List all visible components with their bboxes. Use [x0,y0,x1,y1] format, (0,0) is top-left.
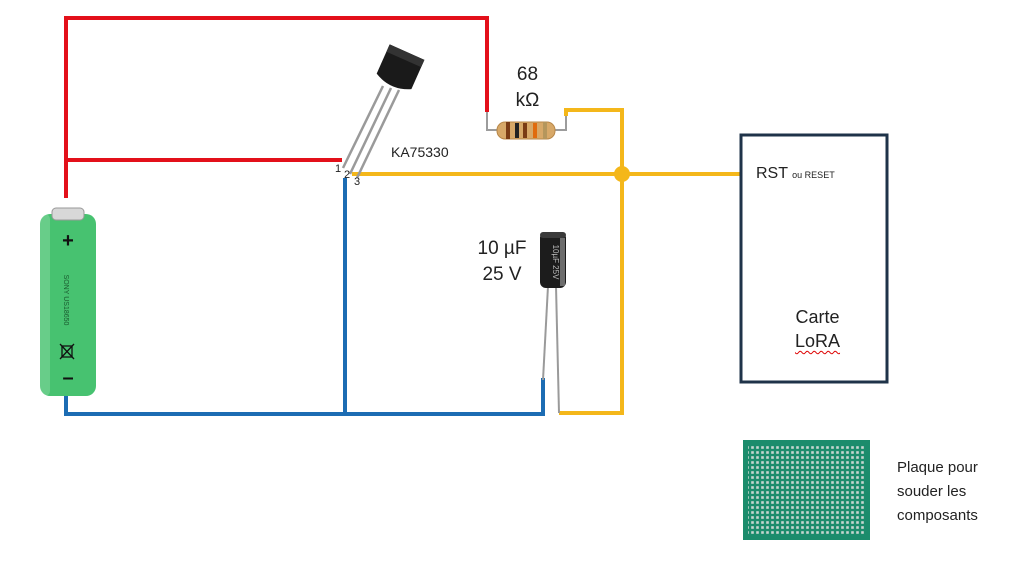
protoboard-caption-line3: composants [897,507,978,524]
regulator-ka75330 [341,44,425,179]
resistor-value-label: 68 kΩ [505,62,550,114]
protoboard-caption: Plaque pour souder les composants [897,456,978,528]
capacitor-capacitance: 10 µF [477,238,527,259]
resistor-unit: kΩ [515,90,540,111]
capacitor-voltage: 25 V [482,264,522,285]
signal-wire-capacitor [559,174,624,415]
recycle-bin-icon [59,343,75,360]
protoboard-caption-line1: Plaque pour [897,459,978,476]
capacitor-value-label: 10 µF 25 V [470,236,534,288]
protoboard-caption-line2: souder les [897,483,967,500]
lora-board [739,133,889,384]
positive-wire-top [64,16,489,198]
board-name-line1: Carte [795,307,840,327]
pin-3-label: 3 [354,176,361,188]
board-name-line2: LoRA [794,331,841,351]
resistor [486,112,567,140]
capacitor: 10µF 25V [540,232,566,414]
pin-2-label: 2 [344,169,351,181]
pin-1-label: 1 [335,163,342,175]
battery-plus: + [62,230,74,252]
capacitor-print: 10µF 25V [551,245,560,281]
rst-pin-label: RST ou RESET [756,165,835,183]
battery-minus: – [62,367,73,389]
battery-print: SONY US18650 [62,275,69,326]
protoboard [743,440,870,540]
ground-wire-bottom [64,378,545,416]
resistor-value: 68 [516,64,539,85]
battery: + – SONY US18650 [40,207,96,396]
junction-dot [614,166,630,182]
signal-wire-resistor [564,108,624,174]
rst-note: ou RESET [792,170,835,180]
regulator-label: KA75330 [391,144,449,160]
rst-label: RST [756,165,788,182]
board-name: Carte LoRA [770,305,865,353]
